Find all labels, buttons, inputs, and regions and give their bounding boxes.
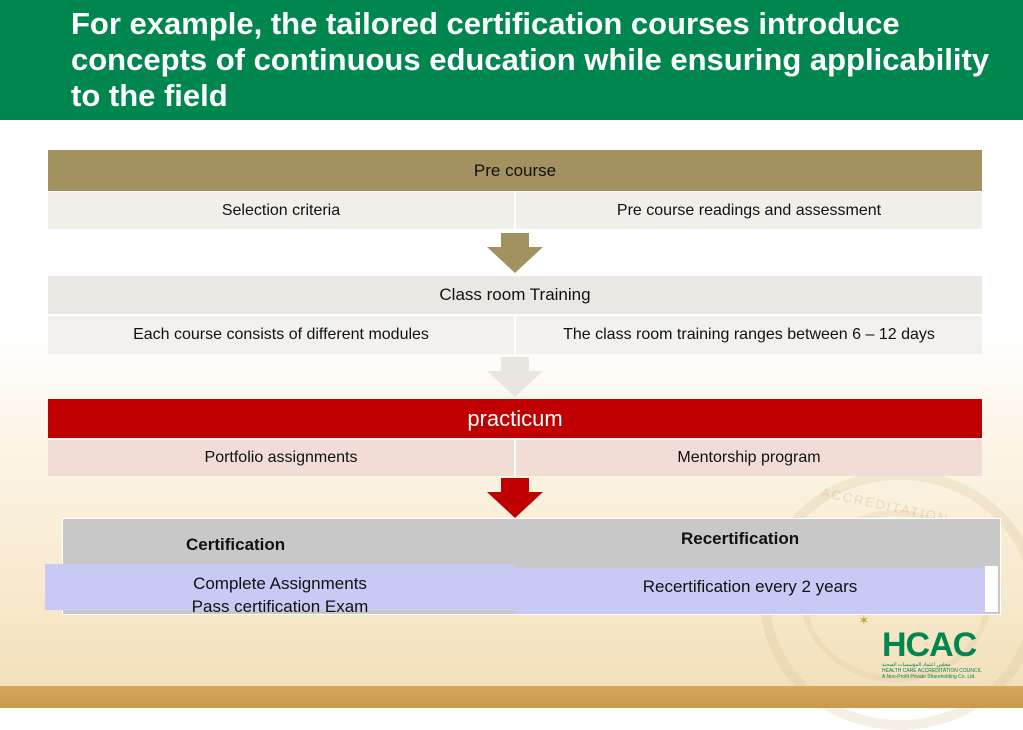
slide-title: For example, the tailored certification … [71,6,990,113]
down-arrow-icon [487,233,543,273]
recertification-body: Recertification every 2 years [515,568,985,614]
header-banner: For example, the tailored certification … [0,0,1023,120]
down-arrow-icon [487,357,543,397]
stage-practicum-header: practicum [48,399,982,438]
down-arrow-icon [487,478,543,518]
stage-precourse-right: Pre course readings and assessment [514,192,982,229]
logo-arabic: مجلس اعتماد المؤسسات الصحية [882,662,951,668]
stage-precourse-row: Selection criteria Pre course readings a… [48,192,982,229]
stage-practicum-title: practicum [467,405,563,431]
recertification-title: Recertification [681,529,800,548]
logo-text: HCAC [882,626,977,664]
logo-subtitle: HEALTH CARE ACCREDITATION COUNCIL [882,668,982,674]
certification-line-1: Complete Assignments [193,574,367,593]
stage-classroom-right: The class room training ranges between 6… [514,316,982,354]
stage-practicum-left: Portfolio assignments [204,449,358,466]
stage-precourse-left: Selection criteria [221,201,341,219]
stage-precourse-title: Pre course [473,160,557,180]
stage-classroom-title: Class room Training [439,285,591,304]
stage-precourse-header: Pre course [48,150,982,191]
star-icon: ✶ [858,612,870,628]
outcome-box-edge [985,566,998,612]
stage-practicum-right: Mentorship program [514,440,982,476]
stage-classroom-row: Each course consists of different module… [48,316,982,354]
certification-body: Complete Assignments Pass certification … [45,564,515,616]
logo-tagline: A Non-Profit Private Shareholding Co. Lt… [882,674,976,680]
stage-classroom-left: Each course consists of different module… [133,326,429,343]
hcac-logo: HCAC مجلس اعتماد المؤسسات الصحية HEALTH … [882,628,992,682]
certification-title: Certification [186,535,286,554]
certification-line-2: Pass certification Exam [191,597,369,616]
stage-practicum-row: Portfolio assignments Mentorship program [48,440,982,476]
stage-classroom-header: Class room Training [48,276,982,314]
footer-band [0,686,1023,708]
